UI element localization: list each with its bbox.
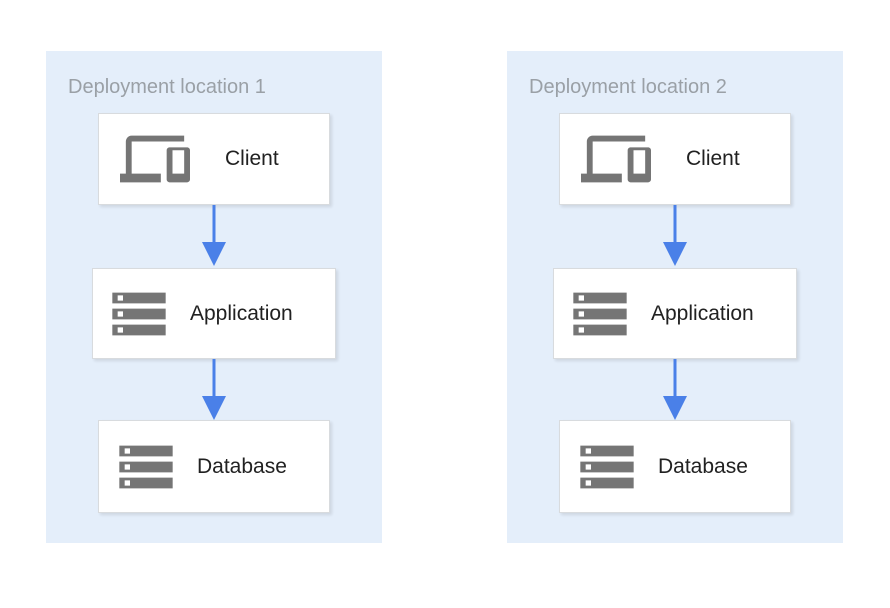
devices-icon xyxy=(120,135,190,183)
application-node: Application xyxy=(92,268,336,359)
arrow-client-to-application xyxy=(202,205,226,266)
server-icon xyxy=(119,445,173,488)
node-label: Client xyxy=(686,147,740,170)
arrow-application-to-database xyxy=(202,359,226,420)
server-icon xyxy=(112,292,166,335)
panel-title: Deployment location 2 xyxy=(529,76,727,98)
node-label: Client xyxy=(225,147,279,170)
deployment-location-2-panel: Deployment location 2 Client Application xyxy=(507,51,843,543)
database-node: Database xyxy=(559,420,791,513)
node-label: Database xyxy=(197,454,287,478)
client-node: Client xyxy=(559,113,791,205)
node-label: Database xyxy=(658,454,748,478)
deployment-location-1-panel: Deployment location 1 Client Application xyxy=(46,51,382,543)
application-node: Application xyxy=(553,268,797,359)
server-icon xyxy=(580,445,634,488)
server-icon xyxy=(573,292,627,335)
client-node: Client xyxy=(98,113,330,205)
node-label: Application xyxy=(190,301,293,325)
panel-title: Deployment location 1 xyxy=(68,76,266,98)
arrow-client-to-application xyxy=(663,205,687,266)
database-node: Database xyxy=(98,420,330,513)
node-label: Application xyxy=(651,301,754,325)
arrow-application-to-database xyxy=(663,359,687,420)
devices-icon xyxy=(581,135,651,183)
